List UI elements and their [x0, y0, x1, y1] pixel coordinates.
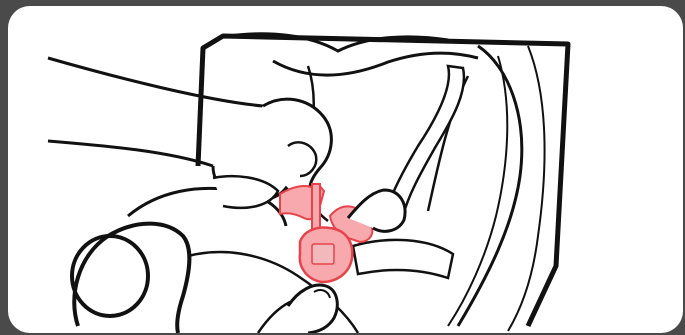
shoulder-strap [388, 66, 464, 216]
adult-arm-lower [48, 141, 213, 166]
cushion-pad [72, 236, 148, 316]
lap-belt [353, 240, 453, 278]
seat-right-wing [458, 46, 522, 326]
lower-hand-edge [258, 302, 290, 333]
buckle-illustration [8, 6, 683, 333]
adult-lower-thumb [288, 285, 337, 333]
adult-arm-upper [48, 58, 263, 106]
seat-right-edge [508, 46, 545, 331]
illustration-panel [8, 6, 683, 333]
buckle-release-button [312, 244, 334, 264]
seat-headrest-curve [273, 53, 478, 75]
